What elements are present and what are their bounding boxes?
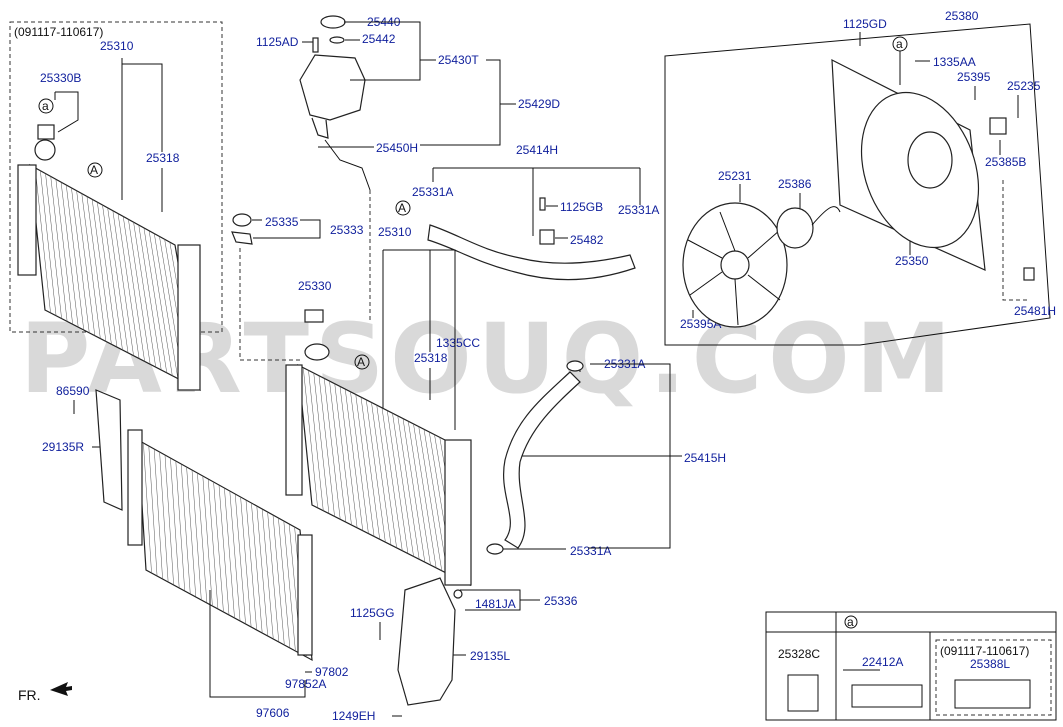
label-1125AD: 1125AD	[256, 35, 299, 49]
bracket-25333	[231, 231, 253, 245]
clip-25481H	[1023, 267, 1035, 281]
upper-hose	[427, 224, 636, 281]
label-86590: 86590	[56, 384, 90, 398]
legend-table: a 25328C 22412A (091117-110617) 25388L	[765, 611, 1057, 721]
label-25330: 25330	[298, 279, 332, 293]
callout-a-fan-text: a	[896, 37, 903, 51]
callout-a-left	[38, 98, 54, 114]
lower-hose	[503, 371, 581, 549]
fan-shroud-25350	[831, 58, 986, 271]
label-25333: 25333	[330, 223, 364, 237]
label-25395: 25395	[957, 70, 991, 84]
date-range-label: (091117-110617)	[14, 25, 103, 39]
callout-A-left-text: A	[90, 163, 98, 177]
label-29135R: 29135R	[42, 440, 84, 454]
label-29135L: 29135L	[470, 649, 510, 663]
label-1125GD: 1125GD	[843, 17, 887, 31]
label-1335AA: 1335AA	[933, 55, 976, 69]
label-25331A-2: 25331A	[618, 203, 659, 217]
callout-A-hose	[395, 200, 411, 216]
warning-label-icon	[787, 674, 819, 712]
guard-29135R	[95, 389, 123, 511]
radiator-center	[285, 309, 472, 587]
label-25430T: 25430T	[438, 53, 479, 67]
callout-a-left-text: a	[42, 99, 49, 113]
cap-25335	[232, 213, 252, 227]
label-25380: 25380	[945, 9, 979, 23]
label-1335CC: 1335CC	[436, 336, 480, 350]
front-arrow-icon	[50, 682, 72, 696]
legend-date-range: (091117-110617)	[940, 644, 1029, 658]
callout-A-center-text: A	[357, 355, 365, 369]
label-25482: 25482	[570, 233, 604, 247]
bolt-1125AD	[312, 37, 319, 53]
clip-25482	[539, 229, 555, 245]
clip-25336	[453, 589, 463, 599]
fan-blade-25231	[682, 202, 788, 328]
label-97606: 97606	[256, 706, 290, 720]
label-25231: 25231	[718, 169, 752, 183]
info-label-icon	[954, 679, 1031, 709]
fan-assembly-outline	[664, 23, 1051, 346]
label-97802: 97802	[315, 665, 349, 679]
label-1125GG: 1125GG	[350, 606, 394, 620]
label-25318-center: 25318	[414, 351, 448, 365]
label-25385B: 25385B	[985, 155, 1026, 169]
callout-A-left	[87, 162, 103, 178]
label-25450H: 25450H	[376, 141, 418, 155]
label-25442: 25442	[362, 32, 396, 46]
label-1125GB: 1125GB	[560, 200, 603, 214]
legend-22412A: 22412A	[862, 655, 903, 669]
fan-motor-25386	[776, 206, 841, 249]
label-25310-left: 25310	[100, 39, 134, 53]
label-25235: 25235	[1007, 79, 1041, 93]
clamp-lower	[486, 543, 504, 555]
label-1481JA: 1481JA	[475, 597, 516, 611]
label-25429D: 25429D	[518, 97, 560, 111]
callout-A-center	[354, 354, 370, 370]
label-25415H: 25415H	[684, 451, 726, 465]
label-25318-left: 25318	[146, 151, 180, 165]
front-label: FR.	[18, 687, 41, 703]
legend-25388L: 25388L	[970, 657, 1010, 671]
label-1249EH: 1249EH	[332, 709, 375, 723]
variant-dashed-box	[9, 21, 223, 333]
label-25335: 25335	[265, 215, 299, 229]
reservoir-tank	[299, 15, 366, 139]
label-25350: 25350	[895, 254, 929, 268]
caution-label-icon	[851, 684, 923, 708]
label-25481H: 25481H	[1014, 304, 1056, 318]
label-25386: 25386	[778, 177, 812, 191]
clamp-upper	[566, 360, 584, 372]
guard-29135L	[397, 577, 456, 706]
callout-A-hose-text: A	[398, 201, 406, 215]
connector-25385B	[989, 117, 1007, 135]
bolt-1125GB	[539, 197, 546, 211]
label-25336: 25336	[544, 594, 578, 608]
label-97852A: 97852A	[285, 677, 326, 691]
label-25331A-4: 25331A	[570, 544, 611, 558]
condenser-97606	[127, 429, 313, 662]
legend-marker: a	[847, 615, 854, 629]
label-25414H: 25414H	[516, 143, 558, 157]
label-25331A-1: 25331A	[412, 185, 453, 199]
label-25310-center: 25310	[378, 225, 412, 239]
legend-25328C: 25328C	[778, 647, 820, 661]
radiator-left	[17, 124, 201, 392]
label-25330B: 25330B	[40, 71, 81, 85]
